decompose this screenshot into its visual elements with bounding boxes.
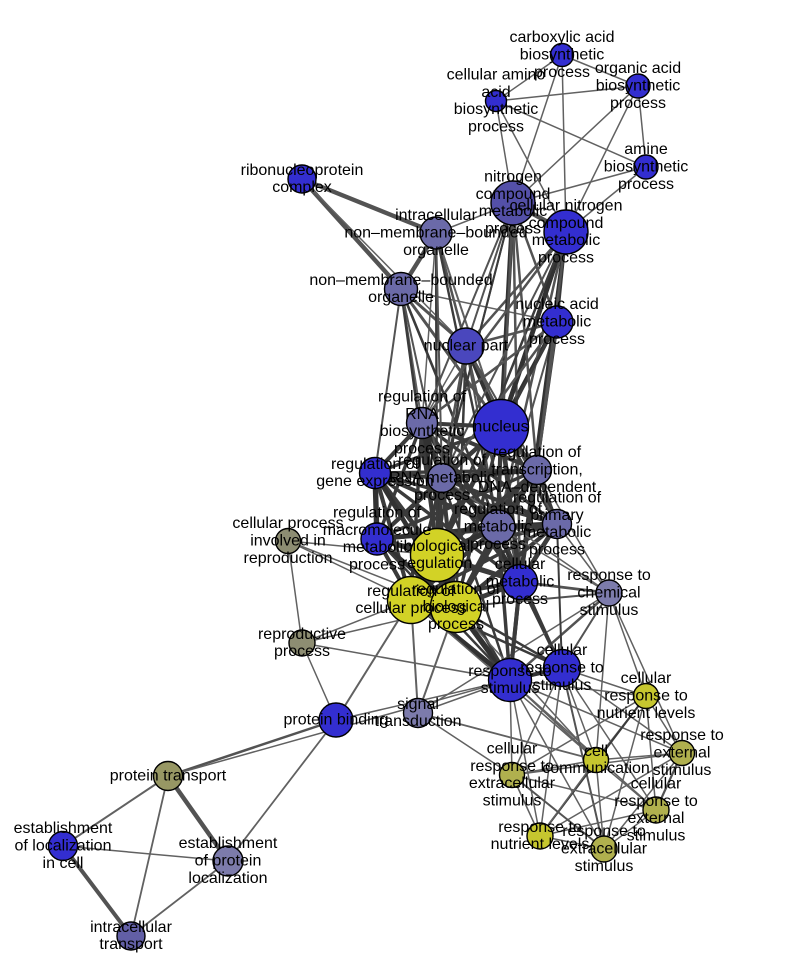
svg-text:protein transport: protein transport: [110, 768, 227, 785]
svg-text:protein binding: protein binding: [284, 712, 389, 729]
svg-text:nuclear part: nuclear part: [424, 338, 509, 355]
svg-text:nucleus: nucleus: [473, 419, 528, 436]
